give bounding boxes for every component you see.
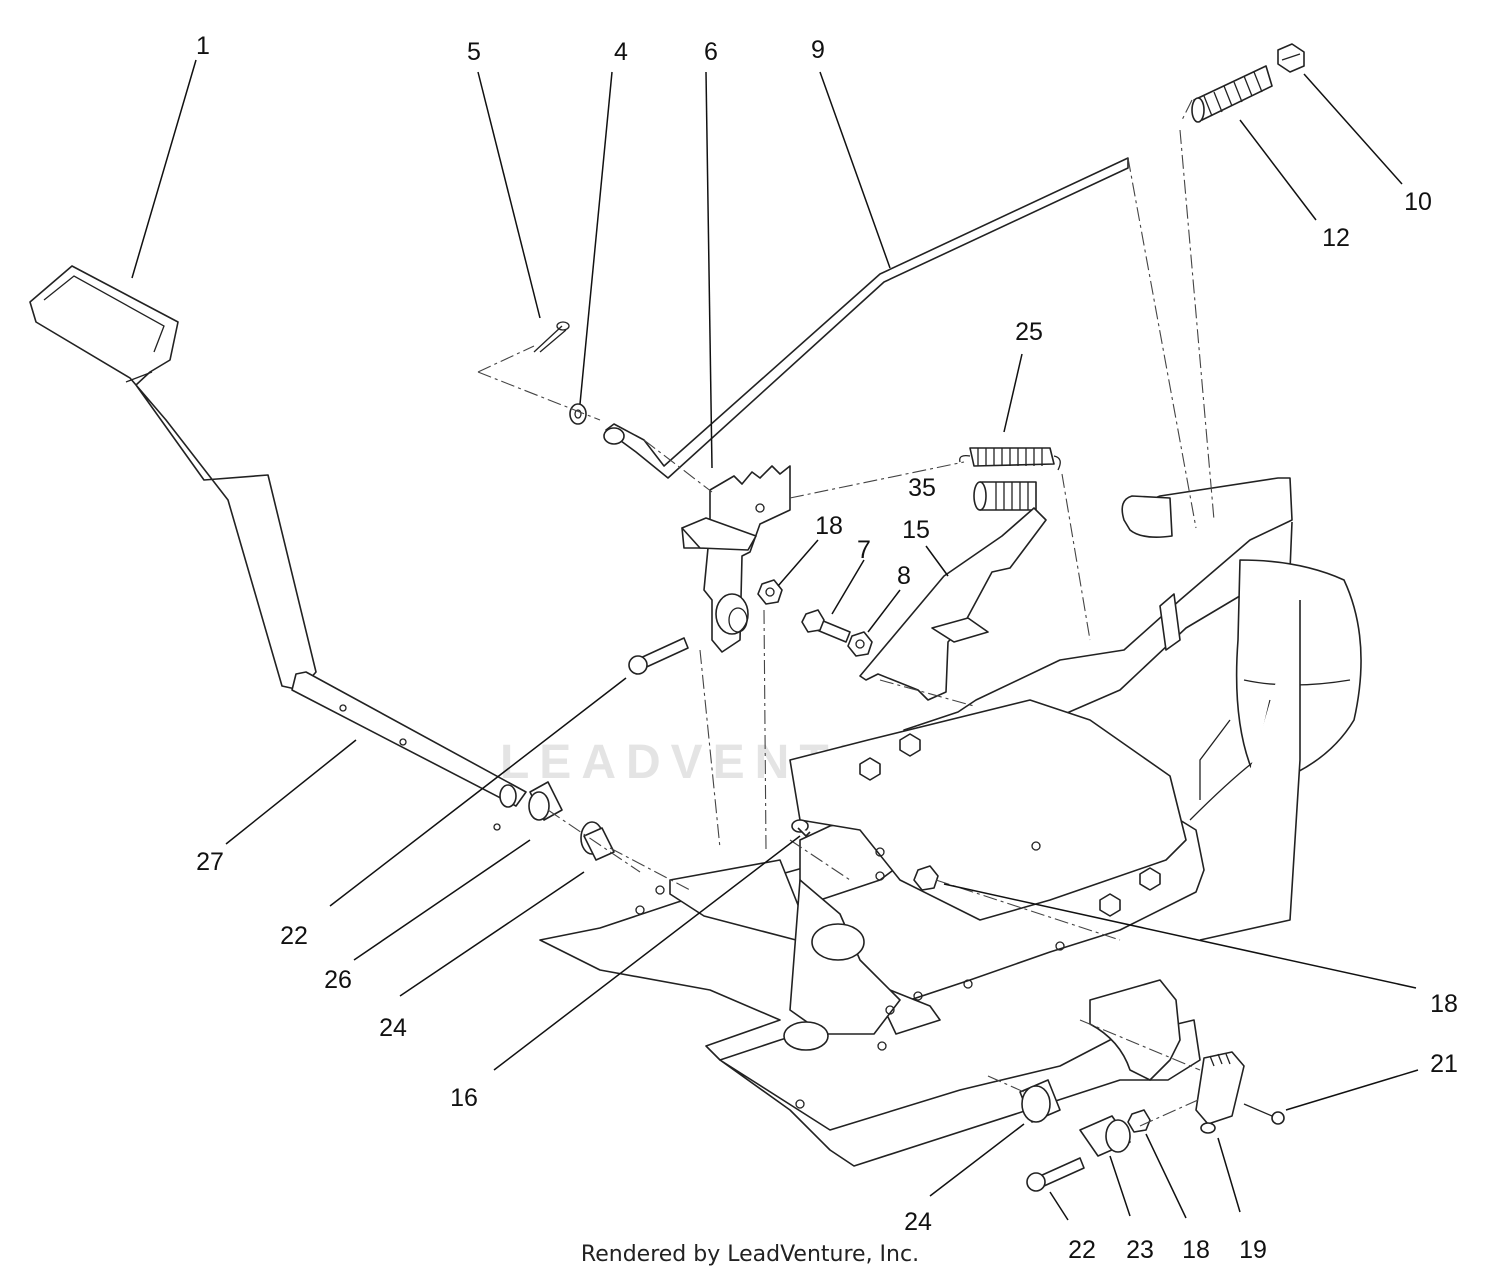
- leader-lines: [131, 59, 1419, 1221]
- nut-18-middle: [913, 865, 939, 891]
- callout-35: 35: [908, 474, 936, 502]
- carriage-bolt-16: [791, 819, 811, 837]
- callout-22a: 22: [280, 922, 308, 950]
- ratchet-bracket: [681, 465, 791, 653]
- callout-22b: 22: [1068, 1236, 1096, 1264]
- brake-switch-19: [1195, 1051, 1245, 1134]
- flange-bushing-24-upper: [580, 821, 615, 861]
- screw-21: [1243, 1103, 1285, 1125]
- compression-spring: [1191, 65, 1273, 123]
- render-credit: Rendered by LeadVenture, Inc.: [580, 1242, 920, 1267]
- brake-rod: [603, 157, 1129, 479]
- assembly-lines: [477, 99, 1215, 1127]
- callout-26: 26: [324, 966, 352, 994]
- callout-6: 6: [704, 38, 718, 66]
- callout-12: 12: [1322, 224, 1350, 252]
- brake-pedal: [29, 265, 317, 691]
- bushing-23: [1079, 1115, 1131, 1157]
- bolt-7: [801, 609, 851, 643]
- bushing-26: [528, 781, 563, 821]
- nut-8: [847, 631, 873, 657]
- callout-9: 9: [811, 36, 825, 64]
- callout-27: 27: [196, 848, 224, 876]
- bolt-22-lower: [1026, 1157, 1085, 1192]
- callout-25: 25: [1015, 318, 1043, 346]
- lock-nut-10: [1277, 43, 1305, 73]
- callout-21: 21: [1430, 1050, 1458, 1078]
- callout-7: 7: [857, 536, 871, 564]
- extension-spring: [959, 447, 1061, 471]
- callout-1: 1: [196, 32, 210, 60]
- part-artwork: [29, 43, 1362, 1192]
- cotter-pin: [533, 321, 570, 353]
- callout-15: 15: [902, 516, 930, 544]
- callout-labels: 1 5 4 6 9 10 12 25 35 18 7 15 8 27 22 26…: [196, 32, 1458, 1264]
- callout-19: 19: [1239, 1236, 1267, 1264]
- callout-16: 16: [450, 1084, 478, 1112]
- washer-4: [569, 403, 587, 425]
- lower-frame: [539, 699, 1205, 1167]
- pedal-lever: [859, 507, 1047, 701]
- callout-18b: 18: [1430, 990, 1458, 1018]
- nut-18-lower: [1127, 1109, 1151, 1133]
- pedal-shaft: [291, 671, 527, 831]
- callout-24a: 24: [379, 1014, 407, 1042]
- callout-23: 23: [1126, 1236, 1154, 1264]
- nut-18-upper: [757, 579, 783, 605]
- chassis-frame: [903, 477, 1362, 941]
- callout-5: 5: [467, 38, 481, 66]
- callout-18c: 18: [1182, 1236, 1210, 1264]
- callout-4: 4: [614, 38, 628, 66]
- bolt-22-upper: [628, 637, 689, 675]
- callout-24b: 24: [904, 1208, 932, 1236]
- flange-bushing-24-lower: [1019, 1079, 1061, 1123]
- callout-8: 8: [897, 562, 911, 590]
- spring-sleeve: [973, 481, 1037, 511]
- callout-18a: 18: [815, 512, 843, 540]
- callout-10: 10: [1404, 188, 1432, 216]
